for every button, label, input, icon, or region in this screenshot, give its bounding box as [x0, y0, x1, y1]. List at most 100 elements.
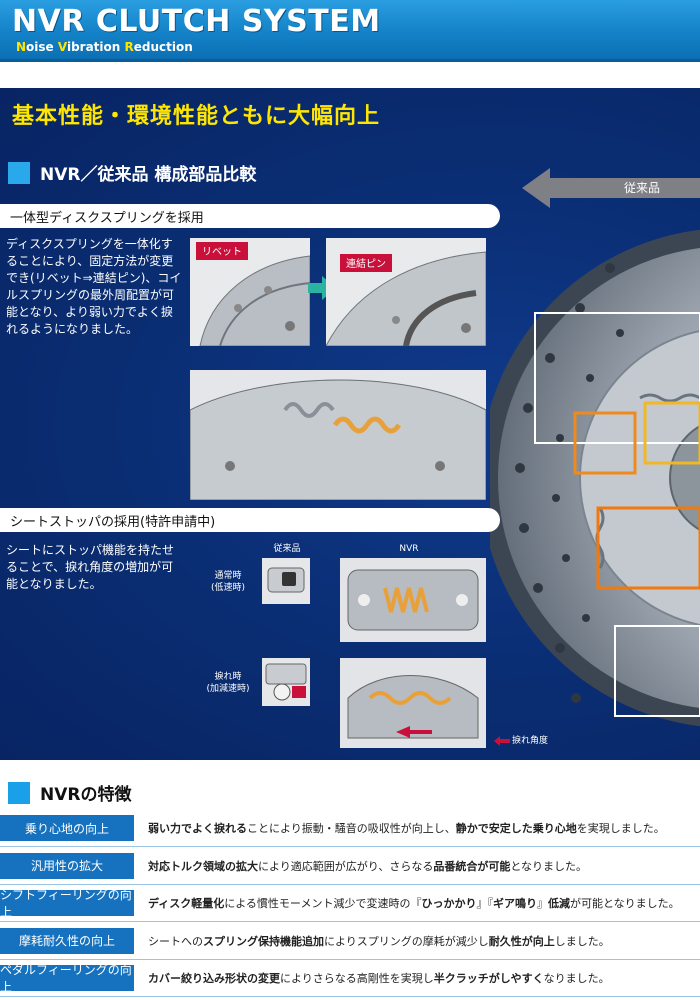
spring-subtitle: 一体型ディスクスプリングを採用	[0, 204, 500, 228]
feature-text: 』	[536, 897, 548, 910]
feature-divider	[0, 883, 700, 885]
normal-state-label: 通常時 (低速時)	[196, 570, 260, 594]
comparison-section-header: NVR／従来品 構成部品比較	[8, 160, 256, 185]
conventional-twist-drawing	[262, 658, 310, 706]
page-title: NVR CLUTCH SYSTEM	[12, 4, 381, 39]
feature-highlight: カバー絞り込み形状の変更	[148, 972, 280, 985]
rivet-plate-drawing	[190, 238, 310, 346]
feature-row: ペダルフィーリングの向上カバー絞り込み形状の変更によりさらなる高剛性を実現し半ク…	[0, 963, 700, 994]
nvr-twist-image	[340, 658, 486, 748]
feature-text: によりスプリングの摩耗が減少し	[324, 934, 489, 948]
feature-text: による慣性モーメント減少で変速時の『	[224, 897, 422, 910]
section-square-icon	[8, 161, 30, 184]
subtitle-word-reduction: eduction	[133, 40, 193, 54]
features-square-icon	[8, 781, 30, 804]
spring-line: れるようになりました。	[6, 322, 139, 336]
column-nvr: NVR	[399, 544, 419, 554]
spring-line: ディスクスプリングを一体化す	[6, 237, 173, 251]
subtitle-letter-v: V	[57, 40, 67, 54]
spring-line: でき(リベット⇒連結ピン)、コイ	[6, 271, 182, 285]
spring-line: ルスプリングの最外周配置が可	[6, 288, 175, 302]
twist-state-line: (加減速時)	[206, 684, 250, 694]
twist-state-line: 捩れ時	[214, 672, 242, 682]
subtitle-word-noise: oise	[26, 40, 58, 54]
nvr-normal-drawing	[340, 558, 486, 642]
conventional-arrow-label: 従来品	[623, 181, 660, 195]
feature-label: 汎用性の拡大	[0, 852, 134, 879]
spring-cutaway-image	[190, 370, 486, 500]
feature-text: によりさらなる高剛性を実現し	[280, 972, 434, 985]
feature-highlight: スプリング保持機能追加	[203, 934, 324, 948]
conventional-normal-image	[262, 558, 310, 604]
conventional-arrow: 従来品	[522, 168, 700, 208]
features-title: NVRの特徴	[40, 785, 132, 805]
page-subtitle: Noise Vibration Reduction	[16, 40, 193, 54]
feature-text: を実現しました。	[576, 822, 665, 835]
feature-row: 乗り心地の向上弱い力でよく捩れることにより振動・騒音の吸収性が向上し、静かで安定…	[0, 815, 700, 841]
connecting-pin-tag: 連結ピン	[340, 254, 392, 272]
spring-cutaway-drawing	[190, 370, 486, 500]
twist-state-label: 捩れ時 (加減速時)	[196, 671, 260, 695]
feature-text: 』『	[476, 897, 493, 910]
normal-state-line: (低速時)	[210, 583, 246, 593]
twist-angle-legend: 捩れ角度	[512, 736, 549, 746]
feature-description: 弱い力でよく捩れることにより振動・騒音の吸収性が向上し、静かで安定した乗り心地を…	[148, 820, 665, 836]
feature-divider	[0, 846, 700, 847]
feature-highlight: 半クラッチがしやすく	[433, 972, 544, 985]
left-arrow-icon	[522, 168, 700, 208]
feature-divider	[0, 921, 700, 922]
subtitle-letter-n: N	[16, 40, 27, 54]
spring-description: ディスクスプリングを一体化す ることにより、固定方法が変更 でき(リベット⇒連結…	[6, 236, 190, 338]
normal-state-line: 通常時	[214, 571, 242, 581]
comparison-panel: 基本性能・環境性能ともに大幅向上 NVR／従来品 構成部品比較 従来品 一体型デ…	[0, 88, 700, 760]
feature-divider	[0, 996, 700, 997]
feature-label: 乗り心地の向上	[0, 815, 134, 841]
conventional-normal-drawing	[262, 558, 310, 604]
feature-highlight: 品番統合が可能	[433, 859, 511, 873]
features-header: NVRの特徴	[8, 780, 131, 805]
feature-text: となりました。	[510, 859, 588, 873]
column-conventional: 従来品	[273, 544, 301, 554]
feature-highlight: 低減	[547, 897, 570, 910]
feature-highlight: ひっかかり	[421, 897, 477, 910]
feature-row: 汎用性の拡大対応トルク領域の拡大により適応範囲が広がり、さらなる品番統合が可能と…	[0, 852, 700, 879]
feature-highlight: 耐久性が向上	[488, 934, 555, 948]
nvr-twist-drawing	[340, 658, 486, 748]
feature-highlight: ギア鳴り	[492, 897, 537, 910]
connecting-pin-image	[326, 238, 486, 346]
feature-highlight: ディスク軽量化	[148, 897, 225, 910]
stopper-subtitle: シートストッパの採用(特許申請中)	[0, 508, 500, 532]
feature-description: 対応トルク領域の拡大により適応範囲が広がり、さらなる品番統合が可能となりました。	[148, 858, 587, 874]
subtitle-letter-r: R	[124, 40, 134, 54]
feature-highlight: 静かで安定した乗り心地	[455, 822, 577, 835]
clutch-disc-illustration	[490, 229, 700, 727]
stopper-description: シートにストッパ機能を持たせ ることで、捩れ角度の増加が可 能となりました。	[6, 542, 190, 593]
conventional-twist-image	[262, 658, 310, 706]
feature-description: ディスク軽量化による慣性モーメント減少で変速時の『ひっかかり』『ギア鳴り』低減が…	[148, 895, 680, 911]
spring-line: ることにより、固定方法が変更	[6, 254, 174, 268]
feature-text: なりました。	[543, 972, 610, 985]
feature-highlight: 弱い力でよく捩れる	[148, 822, 247, 835]
feature-label: ペダルフィーリングの向上	[0, 963, 134, 994]
feature-text: により適応範囲が広がり、さらなる	[258, 859, 434, 873]
feature-description: カバー絞り込み形状の変更によりさらなる高剛性を実現し半クラッチがしやすくなりまし…	[148, 970, 610, 986]
subtitle-word-vibration: ibration	[66, 40, 125, 54]
rivet-tag: リベット	[196, 242, 248, 260]
feature-description: シートへのスプリング保持機能追加によりスプリングの摩耗が減少し耐久性が向上しまし…	[148, 933, 610, 949]
stopper-line: ることで、捩れ角度の増加が可	[6, 560, 174, 574]
feature-row: 摩耗耐久性の向上シートへのスプリング保持機能追加によりスプリングの摩耗が減少し耐…	[0, 927, 700, 954]
feature-text: しました。	[554, 934, 610, 948]
feature-row: シフトフィーリングの向上ディスク軽量化による慣性モーメント減少で変速時の『ひっか…	[0, 888, 700, 919]
spring-line: 能となり、より弱い力でよく捩	[6, 305, 173, 319]
stopper-line: シートにストッパ機能を持たせ	[6, 543, 175, 557]
header-banner: NVR CLUTCH SYSTEM Noise Vibration Reduct…	[0, 0, 700, 62]
feature-highlight: 対応トルク領域の拡大	[148, 859, 258, 873]
comparison-section-title: NVR／従来品 構成部品比較	[40, 165, 257, 185]
twist-angle-arrow-icon	[494, 736, 510, 746]
headline: 基本性能・環境性能ともに大幅向上	[12, 104, 381, 129]
feature-divider	[0, 958, 700, 960]
feature-label: 摩耗耐久性の向上	[0, 927, 134, 954]
feature-label: シフトフィーリングの向上	[0, 888, 134, 919]
nvr-normal-image	[340, 558, 486, 642]
feature-text: が可能となりました。	[569, 897, 680, 910]
